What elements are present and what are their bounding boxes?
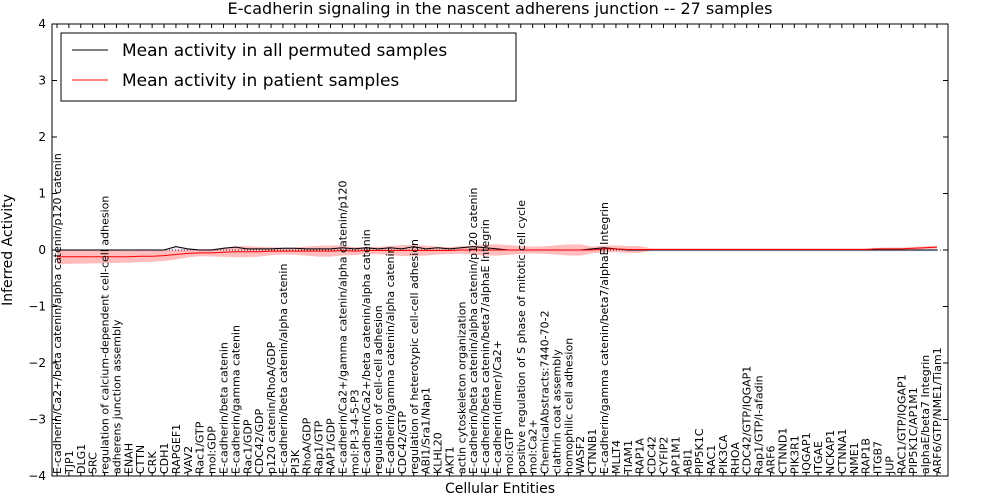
x-tick-label: NCKAP1 [824, 430, 837, 474]
x-tick-label: Rap1/GTP/I-afadin [753, 375, 766, 474]
x-tick-label: PIP5K1C [693, 428, 706, 474]
x-tick-label: RAP1B [860, 438, 873, 474]
x-tick-label: CDC42/GTP/IQGAP1 [741, 366, 754, 474]
x-tick-label: E-cadherin/beta catenin [217, 342, 230, 474]
x-tick-label: NME1 [848, 442, 861, 474]
series-lines [57, 246, 938, 258]
x-tick-label: CDH1 [158, 443, 171, 474]
x-tick-label: SRC [87, 452, 100, 474]
x-tick-label: Rac1/GTP [194, 421, 207, 474]
x-tick-label: CTNNA1 [836, 429, 849, 474]
x-tick-label: WASF2 [574, 436, 587, 474]
x-tick-label: PIK3CA [717, 434, 730, 474]
x-tick-label: CTNNB1 [586, 429, 599, 474]
x-tick-label: positive regulation of S phase of mitoti… [515, 200, 528, 474]
x-tick-label: RAP1A [634, 438, 647, 474]
x-tick-label: TIAM1 [622, 440, 635, 475]
y-tick-label: 4 [38, 17, 46, 31]
x-tick-label: PIP5K1C/AP1M1 [907, 387, 920, 474]
x-tick-label: CDC42/GTP [396, 411, 409, 474]
legend-label-patient: Mean activity in patient samples [122, 71, 399, 91]
x-tick-label: ENAH [122, 443, 135, 474]
x-tick-label: homophilic cell adhesion [562, 338, 575, 474]
x-tick-label: CRK [146, 451, 159, 474]
chart-title: E-cadherin signaling in the nascent adhe… [228, 0, 773, 18]
x-tick-label: CTTN [134, 445, 147, 474]
x-tick-label: ChemicalAbstracts:7440-70-2 [539, 310, 552, 474]
patient-band [57, 244, 937, 265]
x-tick-label: AP1M1 [669, 436, 682, 474]
x-tick-label: VAV2 [182, 446, 195, 474]
x-tick-label: mol:GDP [206, 426, 219, 474]
x-tick-label: IQGAP1 [800, 432, 813, 474]
x-tick-label: AKT1 [443, 446, 456, 474]
x-tick-label: mol:PI-3-4-5-P3 [348, 389, 361, 474]
x-tick-label: regulation of heterotypic cell-cell adhe… [408, 239, 421, 474]
x-tick-label: PIK3R1 [788, 435, 801, 474]
legend-box [60, 32, 517, 102]
x-tick-label: CYFIP2 [657, 437, 670, 474]
y-tick-label: 2 [38, 130, 46, 144]
x-tick-label: regulation of cell-cell adhesion [372, 305, 385, 474]
legend-label-permuted: Mean activity in all permuted samples [122, 41, 447, 61]
legend: Mean activity in all permuted samples Me… [60, 32, 517, 102]
x-tick-label: CDC42/GDP [253, 408, 266, 474]
y-tick-label: 1 [38, 187, 46, 201]
x-tick-label: E-cadherin/beta catenin/alpha catenin/p1… [467, 188, 480, 474]
x-tick-label: ARF6 [765, 446, 778, 475]
x-tick-label: ITGAE [812, 441, 825, 474]
x-tick-label: ABI1/Sra1/Nap1 [420, 387, 433, 474]
x-tick-label: ITGB7 [872, 441, 885, 474]
series-line-permuted [57, 246, 937, 251]
x-tick-label: p120 catenin/RhoA/GDP [265, 341, 278, 474]
plot-frame [51, 23, 949, 477]
x-tick-label: RAPGEF1 [170, 424, 183, 474]
x-tick-label: DLG1 [75, 444, 88, 474]
series-line-patient [57, 246, 938, 258]
x-tick-label: E-cadherin/beta catenin/beta7/alphaE Int… [479, 219, 492, 474]
x-tick-label: CTNND1 [776, 428, 789, 474]
x-tick-label: E-cadherin/Ca2+/gamma catenin/alpha cate… [336, 180, 349, 474]
x-tick-label: RAP1/GDP [325, 418, 338, 474]
x-tick-label: E-cadherin/gamma catenin/alpha catenin [384, 246, 397, 474]
x-tick-label: mol:GTP [503, 428, 516, 474]
x-axis-title: Cellular Entities [445, 481, 555, 497]
y-tick-label: −1 [28, 300, 46, 314]
x-tick-label: CDC42 [646, 436, 659, 474]
x-tick-label: RAC1/GTP/IQGAP1 [895, 374, 908, 474]
x-tick-label: ABI1 [681, 449, 694, 474]
x-tick-label: actin cytoskeleton organization [455, 302, 468, 474]
x-tick-label: PI3K [289, 449, 302, 474]
x-axis-ticks: E-cadherin/Ca2+/beta catenin/alpha caten… [51, 24, 944, 476]
x-tick-label: KLHL20 [432, 432, 445, 474]
x-tick-label: E-cadherin/beta catenin/alpha catenin [277, 264, 290, 474]
y-tick-label: −3 [28, 413, 46, 427]
y-tick-label: −4 [28, 469, 46, 483]
x-tick-label: RhoA/GDP [301, 417, 314, 474]
x-tick-label: E-cadherin/Ca2+/beta catenin/alpha caten… [360, 229, 373, 474]
x-tick-label: E-cadherin/gamma catenin [229, 325, 242, 474]
x-tick-label: MLLT4 [610, 440, 623, 474]
x-tick-label: E-cadherin/gamma catenin/beta7/alphaE In… [598, 202, 611, 474]
y-tick-label: 3 [38, 74, 46, 88]
x-tick-label: alphaE/beta7 Integrin [919, 355, 932, 474]
x-tick-label: ARF6/GTP/NME1/Tiam1 [931, 347, 944, 474]
y-tick-label: 0 [38, 243, 46, 257]
x-tick-label: adherens junction assembly [110, 319, 123, 474]
x-tick-label: RHOA [729, 442, 742, 474]
x-tick-label: mol:Ca2+ [527, 419, 540, 474]
error-bands [57, 244, 937, 265]
x-tick-label: TJP1 [63, 450, 76, 475]
x-tick-label: E-cadherin(dimer)/Ca2+ [491, 340, 504, 474]
x-tick-label: clathrin coat assembly [550, 349, 563, 474]
x-tick-label: E-cadherin/Ca2+/beta catenin/alpha caten… [51, 153, 64, 474]
x-tick-label: RAC1 [705, 445, 718, 474]
y-tick-label: −2 [28, 356, 46, 370]
x-tick-label: JUP [883, 456, 896, 475]
x-tick-label: Rap1/GTP [313, 420, 326, 474]
x-tick-label: regulation of calcium-dependent cell-cel… [99, 196, 112, 474]
x-tick-label: Rac1/GDP [241, 419, 254, 474]
y-axis-title: Inferred Activity [0, 194, 16, 306]
